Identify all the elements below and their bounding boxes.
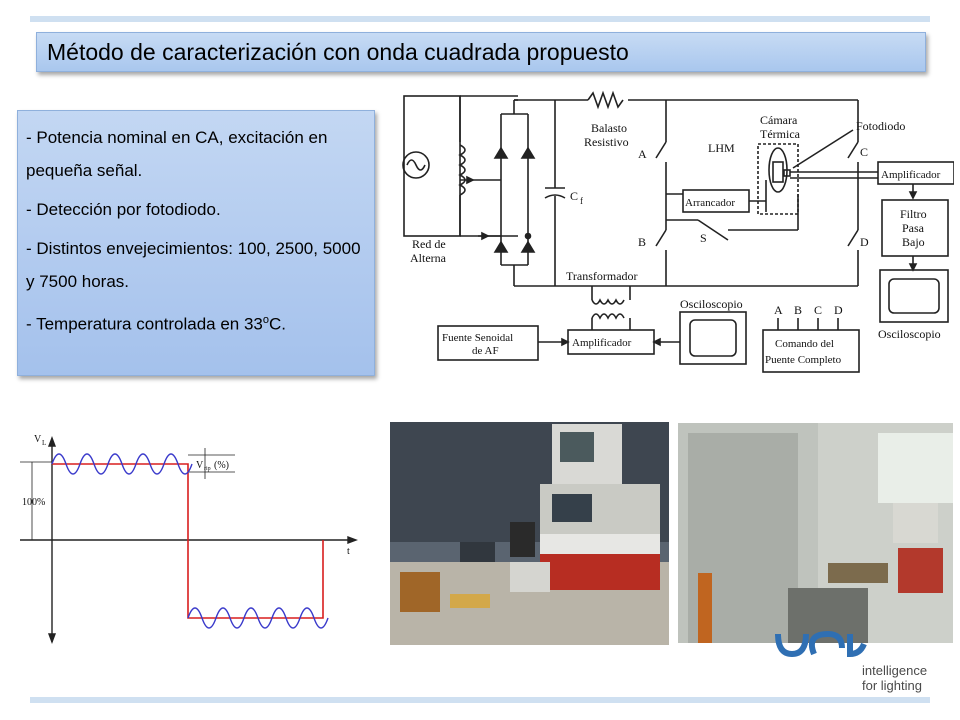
label-arrancador: Arrancador [685, 197, 735, 209]
label-fotodiodo: Fotodiodo [856, 119, 905, 133]
label-cf-sub: f [580, 196, 583, 206]
logo-line-2: for lighting [862, 678, 922, 693]
bullet-item: - Detección por fotodiodo. [26, 200, 221, 219]
label-switch-a: A [638, 147, 647, 161]
label-amplificador-bottom: Amplificador [572, 337, 632, 349]
x-axis-label: t [347, 546, 350, 557]
circuit-diagram: Red de Alterna C f Balasto Resistivo Cám… [402, 90, 954, 373]
square-wave-red [52, 463, 324, 619]
label-amplificador-right: Amplificador [881, 169, 941, 181]
mains-box [403, 95, 461, 237]
thermal-chamber-photo [678, 423, 953, 643]
bullet-box: - Potencia nominal en CA, excitación en … [17, 110, 375, 376]
percent-label: 100% [22, 497, 45, 508]
label-filtro-2: Pasa [902, 221, 925, 235]
label-filtro-1: Filtro [900, 207, 927, 221]
lowpass-filter-box [881, 199, 949, 257]
fuente-box [437, 325, 539, 361]
label-balasto-1: Balasto [591, 121, 627, 135]
ac-source-symbol [402, 151, 430, 179]
logo-tagline: intelligence for lighting [862, 663, 927, 693]
photodiode [783, 169, 791, 177]
slide-title-box: Método de caracterización con onda cuadr… [36, 32, 926, 72]
bullet-item: - Distintos envejecimientos: 100, 2500, … [26, 239, 361, 291]
bullet-item: - Temperatura controlada en 33oC. [26, 304, 366, 341]
bullet-item: - Potencia nominal en CA, excitación en … [26, 128, 328, 180]
company-logo [775, 630, 867, 658]
ripple-label-unit: (%) [214, 460, 229, 471]
label-fuente-1: Fuente Senoidal [442, 332, 513, 344]
label-osc-right: Osciloscopio [878, 327, 941, 341]
transformer [591, 298, 625, 305]
comando-box [762, 329, 860, 373]
ripple-label: V [196, 460, 204, 471]
y-axis-label: V [34, 434, 42, 445]
label-red-alterna-2: Alterna [410, 251, 447, 265]
label-cmd-d: D [834, 303, 843, 317]
oscilloscope-screen [888, 278, 940, 314]
label-fuente-2: de AF [472, 345, 499, 357]
label-lhm: LHM [708, 141, 735, 155]
label-switch-s: S [700, 231, 707, 245]
label-comando-2: Puente Completo [765, 354, 842, 366]
label-balasto-2: Resistivo [584, 135, 629, 149]
label-switch-d: D [860, 235, 869, 249]
bullet-superscript: o [262, 314, 270, 326]
label-switch-b: B [638, 235, 646, 249]
oscilloscope-right [879, 269, 949, 323]
oscilloscope-bottom [679, 311, 747, 365]
label-camara-1: Cámara [760, 113, 798, 127]
input-coil [458, 144, 466, 196]
ripple-wave-bottom [187, 607, 329, 629]
diode-bridge [493, 146, 536, 253]
bullet-text: - Temperatura controlada en 33 [26, 314, 263, 334]
label-comando-1: Comando del [775, 338, 834, 350]
label-cf: C [570, 189, 578, 203]
top-rule [30, 16, 930, 22]
bottom-rule [30, 697, 930, 703]
ripple-wave-top [51, 453, 193, 475]
lab-bench-photo [390, 422, 669, 645]
y-axis-label-sub: L [42, 439, 46, 447]
bullet-text-end: C. [269, 314, 287, 334]
label-switch-c: C [860, 145, 868, 159]
label-cmd-c: C [814, 303, 822, 317]
label-red-alterna-1: Red de [412, 237, 446, 251]
amplifier-right-box [877, 161, 954, 185]
label-camara-2: Térmica [760, 127, 801, 141]
label-transformador: Transformador [566, 269, 638, 283]
label-cmd-a: A [774, 303, 783, 317]
resistor [587, 90, 624, 110]
logo-line-1: intelligence [862, 663, 928, 678]
slide-title: Método de caracterización con onda cuadr… [47, 39, 629, 65]
camara-termica [757, 143, 799, 215]
ripple-label-sub: rip [204, 466, 211, 472]
label-osc-bottom: Osciloscopio [680, 297, 743, 311]
label-filtro-3: Bajo [902, 235, 925, 249]
label-cmd-b: B [794, 303, 802, 317]
square-wave-diagram: V L t 100% V rip (%) [20, 434, 358, 644]
